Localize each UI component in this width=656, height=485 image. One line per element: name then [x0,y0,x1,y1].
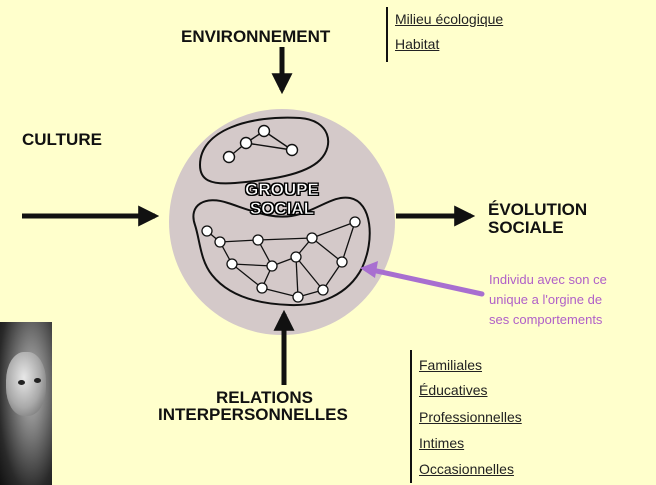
small-group-outline [198,116,330,185]
evolution-line2: SOCIALE [488,218,564,237]
annotation-pointer [360,261,485,297]
social-group-circle [169,109,395,335]
link-milieu-ecologique[interactable]: Milieu écologique [395,11,504,27]
culture-title: CULTURE [22,130,102,149]
environment-divider [386,7,388,62]
large-group-network [201,216,361,303]
evolution-line1: ÉVOLUTION [488,200,588,219]
relations-line2: INTERPERSONNELLES [158,405,348,424]
annotation-line-1: Individu avec son ce [489,272,607,287]
link-habitat[interactable]: Habitat [395,36,440,52]
large-group-outline [192,196,371,307]
child-photo [0,322,52,485]
child-eye-left [18,380,25,385]
link-familiales[interactable]: Familiales [419,357,483,373]
center-label-social: SOCIAL [249,199,315,219]
annotation-line-2: unique a l'orgine de [489,292,603,307]
link-occasionnelles[interactable]: Occasionnelles [419,461,514,477]
child-face [6,352,46,416]
relations-divider [410,350,412,483]
link-intimes[interactable]: Intimes [419,435,465,451]
environment-title: ENVIRONNEMENT [181,27,331,46]
small-group-network [222,124,299,164]
link-professionnelles[interactable]: Professionnelles [419,409,522,425]
annotation-line-3: ses comportements [489,312,603,327]
center-label-groupe: GROUPE [245,180,319,200]
relations-line1: RELATIONS [216,388,313,407]
link-educatives[interactable]: Éducatives [419,382,488,398]
child-eye-right [34,378,41,383]
